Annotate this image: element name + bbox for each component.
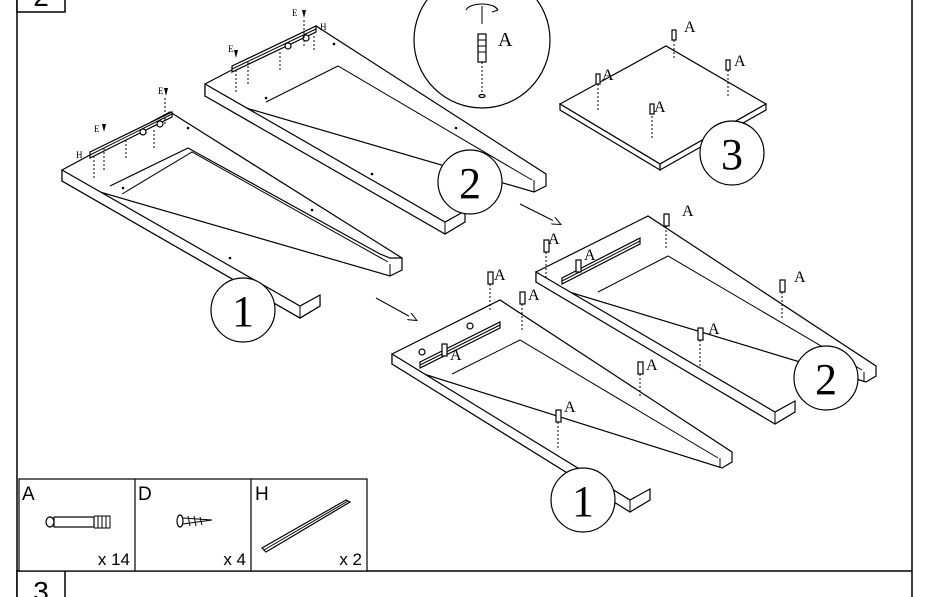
fastener-a-label: A: [548, 231, 560, 248]
fastener-a-label: A: [794, 269, 806, 286]
legend-letter-h: H: [255, 484, 269, 505]
step-2-box: 2: [16, 0, 66, 13]
fastener-e-label: E: [292, 8, 298, 18]
part-1-number: 1: [572, 477, 594, 526]
part-3-number: 3: [721, 130, 743, 179]
direction-arrow: [519, 203, 560, 224]
fastener-a-label: A: [584, 247, 596, 264]
part-3-label: 3: [699, 120, 765, 186]
legend-qty-a: x 14: [98, 550, 130, 569]
part-2-label-top: 2: [437, 149, 503, 215]
fastener-a-label: A: [654, 99, 666, 116]
fastener-h-label: H: [76, 150, 83, 160]
step-3-number: 3: [33, 576, 49, 597]
fastener-h-label: H: [320, 22, 327, 32]
part-2-label-bottom: 2: [793, 345, 859, 411]
fastener-a-label: A: [528, 287, 540, 304]
step-2-number: 2: [33, 0, 49, 12]
frame-2-exploded: E E H: [204, 8, 547, 235]
fastener-a-label: A: [684, 19, 696, 36]
fastener-e-label: E: [158, 86, 164, 96]
legend-qty-d: x 4: [223, 550, 246, 569]
fastener-a-label: A: [734, 53, 746, 70]
step-3-box: 3: [16, 570, 66, 597]
rail-strip-icon: [261, 499, 352, 553]
frame-1-assembled: A A A A A: [391, 267, 733, 513]
legend-letter-a: A: [22, 484, 35, 505]
legend-letter-d: D: [138, 484, 152, 505]
fastener-a-label: A: [498, 29, 513, 51]
direction-arrow: [375, 297, 416, 320]
frame-2-assembled: A A A A A: [535, 203, 877, 425]
part-2-number: 2: [815, 355, 837, 404]
cam-bolt-detail: A: [413, 0, 551, 109]
part-1-number: 1: [232, 287, 254, 336]
fastener-a-label: A: [682, 203, 694, 220]
fastener-a-label: A: [564, 399, 576, 416]
fastener-a-label: A: [708, 321, 720, 338]
fastener-a-label: A: [646, 357, 658, 374]
fastener-a-label: A: [450, 347, 462, 364]
cam-bolt-icon: [45, 515, 111, 529]
fastener-a-label: A: [602, 67, 614, 84]
legend-qty-h: x 2: [339, 550, 362, 569]
part-2-number: 2: [459, 159, 481, 208]
hardware-legend: A x 14 D x 4 H x 2: [18, 478, 368, 572]
screw-icon: [176, 514, 213, 528]
part-1-label-bottom: 1: [550, 467, 616, 533]
fastener-e-label: E: [94, 124, 100, 134]
fastener-e-label: E: [228, 44, 234, 54]
fastener-a-label: A: [494, 267, 506, 284]
part-1-label-top: 1: [210, 277, 276, 343]
